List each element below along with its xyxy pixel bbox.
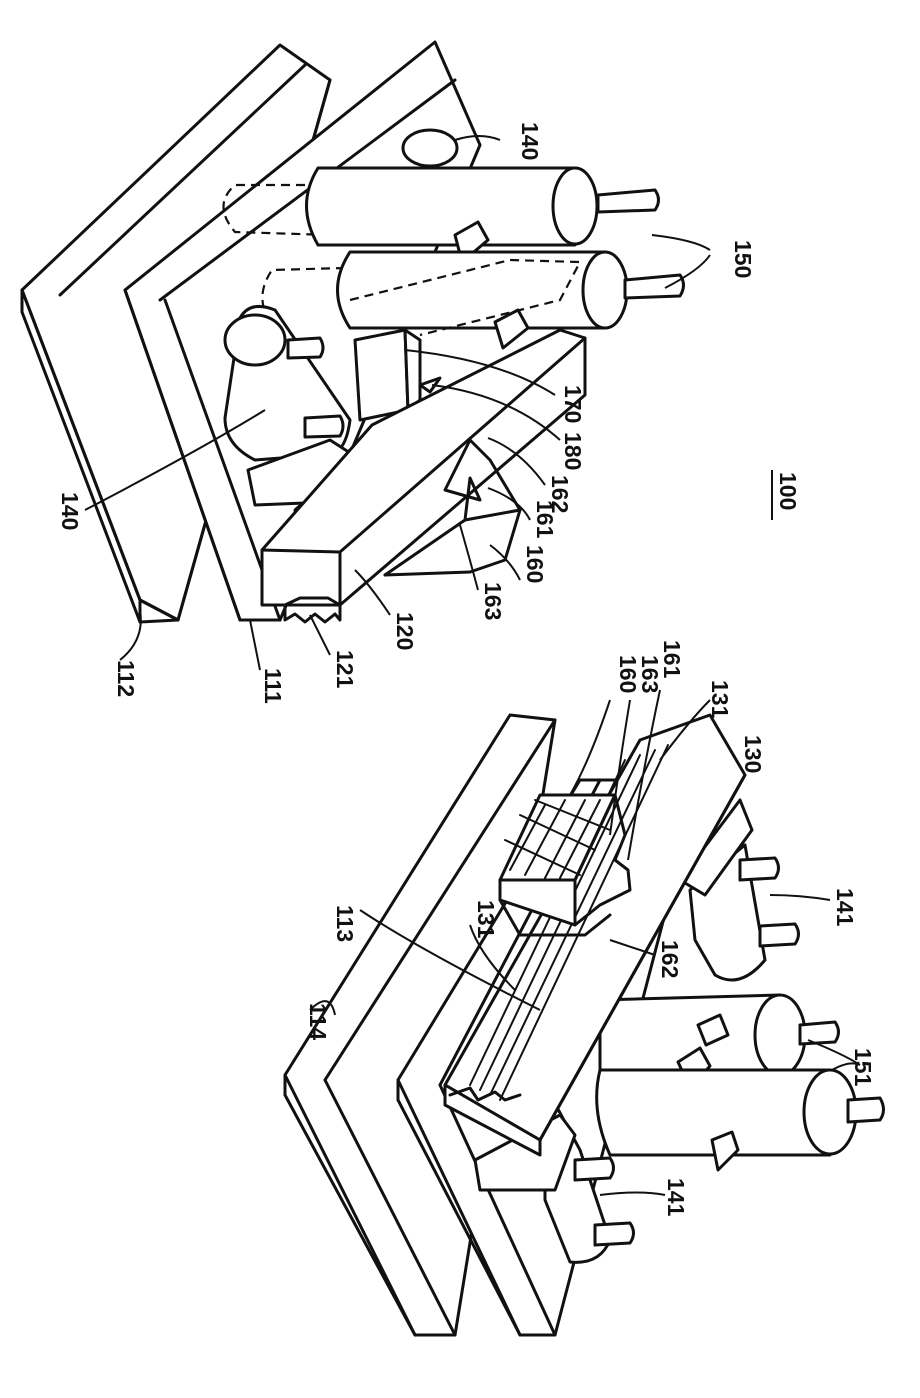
label-141-right: 141 bbox=[832, 888, 858, 927]
cylinder-150-a bbox=[222, 166, 660, 264]
label-151: 151 bbox=[850, 1048, 876, 1087]
cylinder-150-b bbox=[261, 250, 685, 350]
pin-140-top bbox=[401, 128, 459, 168]
upper-assembly bbox=[20, 40, 685, 624]
label-160-upper: 160 bbox=[522, 545, 548, 583]
cylinder-151-a bbox=[598, 993, 840, 1090]
lower-assembly bbox=[283, 713, 885, 1337]
label-140-left: 140 bbox=[57, 492, 83, 530]
label-161-upper: 161 bbox=[532, 500, 558, 539]
figure-reference-100: 100 bbox=[775, 472, 801, 510]
label-120: 120 bbox=[392, 612, 418, 650]
leader-lines bbox=[84, 135, 861, 1196]
label-162-upper: 162 bbox=[547, 475, 573, 513]
insert-160-lower bbox=[498, 793, 632, 937]
label-141-left: 141 bbox=[663, 1178, 689, 1217]
cylinder-151-b bbox=[595, 1013, 885, 1172]
label-180: 180 bbox=[560, 432, 586, 470]
reference-labels: 140 150 140 170 180 162 161 160 163 120 … bbox=[57, 122, 876, 1217]
label-170: 170 bbox=[560, 385, 586, 423]
label-163-upper: 163 bbox=[480, 582, 506, 620]
mold-120 bbox=[260, 328, 587, 624]
hidden-block-outline bbox=[349, 258, 582, 337]
support-block-right bbox=[678, 798, 754, 897]
label-160-lower: 160 bbox=[615, 655, 641, 693]
label-111: 111 bbox=[260, 668, 286, 704]
label-140-top: 140 bbox=[517, 122, 543, 160]
label-163-lower: 163 bbox=[637, 655, 663, 693]
label-131-lower: 131 bbox=[473, 900, 499, 939]
label-161-lower: 161 bbox=[659, 640, 685, 679]
label-112: 112 bbox=[113, 660, 139, 697]
label-113: 113 bbox=[332, 905, 358, 942]
label-131-top: 131 bbox=[707, 680, 733, 719]
insert-160-upper bbox=[383, 438, 522, 577]
label-121: 121 bbox=[332, 650, 358, 689]
label-130: 130 bbox=[740, 735, 766, 773]
label-150: 150 bbox=[730, 240, 756, 278]
label-114: 114 bbox=[305, 1003, 331, 1040]
label-162-lower: 162 bbox=[657, 940, 683, 978]
